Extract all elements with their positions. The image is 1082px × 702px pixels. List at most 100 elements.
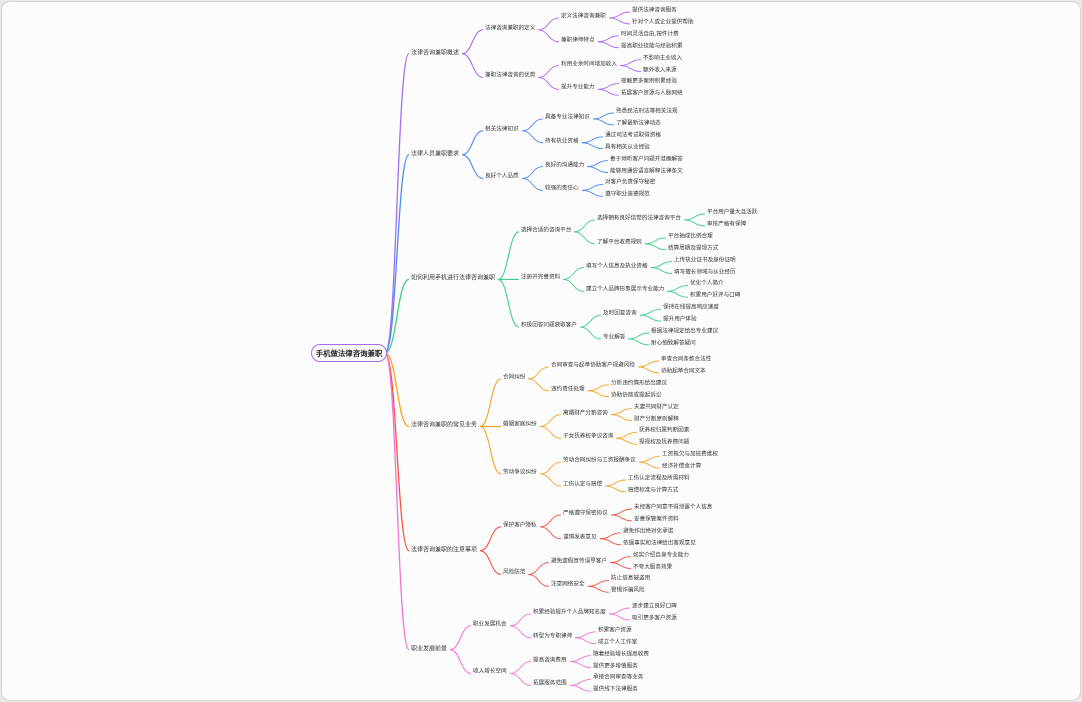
leaf-topic[interactable]: 审查合同条款合法性 [661,356,712,363]
leaf-topic[interactable]: 不影响主业收入 [643,55,683,62]
sub-subtopic[interactable]: 子女抚养权争议咨询 [563,433,614,440]
leaf-topic[interactable]: 填写擅长领域与从业经历 [674,269,736,275]
sub-subtopic[interactable]: 离婚财产分割咨询 [563,410,608,417]
leaf-topic[interactable]: 分析违约情形给出建议 [611,380,667,387]
subtopic[interactable]: 劳动争议纠纷 [503,469,537,476]
leaf-topic[interactable]: 协助协商或提起诉讼 [611,392,662,399]
leaf-topic[interactable]: 平台抽成比例合理 [668,233,713,240]
subtopic[interactable]: 收入增长空间 [473,668,507,675]
leaf-topic[interactable]: 警惕诈骗风险 [611,587,645,594]
sub-subtopic[interactable]: 持有执业资格 [545,138,579,145]
leaf-topic[interactable]: 提供线下法律服务 [593,686,638,693]
leaf-topic[interactable]: 提升用户体验 [663,316,697,323]
sub-subtopic[interactable]: 具备专业法律知识 [545,114,590,121]
branch-topic[interactable]: 职业发展前景 [411,645,448,653]
leaf-topic[interactable]: 赔偿标准与计算方式 [628,487,679,494]
leaf-topic[interactable]: 未经客户同意不得泄露个人信息 [634,504,713,511]
sub-subtopic[interactable]: 拓展服务范围 [533,680,567,687]
subtopic[interactable]: 职业发展机会 [473,621,507,628]
subtopic[interactable]: 婚姻家庭纠纷 [503,421,537,428]
leaf-topic[interactable]: 根据法律规定给出专业建议 [651,328,719,335]
sub-subtopic[interactable]: 选择拥有良好信誉的法律咨询平台 [597,215,681,222]
leaf-topic[interactable]: 结算周期及提现方式 [668,245,719,252]
leaf-topic[interactable]: 提高职业技能与经验积累 [621,43,683,50]
sub-subtopic[interactable]: 谨慎发表意见 [563,534,597,541]
subtopic[interactable]: 合同纠纷 [503,374,526,381]
leaf-topic[interactable]: 额外收入来源 [643,67,677,73]
subtopic[interactable]: 风险防范 [503,569,526,576]
sub-subtopic[interactable]: 注意网络安全 [551,581,585,588]
leaf-topic[interactable]: 避免作出绝对化承诺 [623,528,674,535]
leaf-topic[interactable]: 拓展客户资源与人脉网络 [621,90,683,97]
sub-subtopic[interactable]: 较强的责任心 [545,185,579,192]
leaf-topic[interactable]: 优化个人简介 [690,280,724,287]
leaf-topic[interactable]: 逐步建立良好口碑 [632,603,677,610]
sub-subtopic[interactable]: 提高咨询费用 [533,657,567,664]
subtopic[interactable]: 注册并完善资料 [521,274,561,281]
leaf-topic[interactable]: 接触更多案例积累经验 [621,78,677,85]
sub-subtopic[interactable]: 合同审查与起草协助客户规避风险 [551,362,635,369]
leaf-topic[interactable]: 如实介绍自身专业能力 [633,552,689,559]
leaf-topic[interactable]: 夫妻共同财产认定 [634,404,679,411]
leaf-topic[interactable]: 积累用户好评与口碑 [690,292,741,299]
branch-topic[interactable]: 法律咨询兼职概述 [411,49,460,57]
leaf-topic[interactable]: 防止信息被盗用 [611,575,651,582]
subtopic[interactable]: 良好个人品质 [485,173,519,180]
sub-subtopic[interactable]: 利用业余时间增加收入 [561,61,617,68]
subtopic[interactable]: 保护客户隐私 [503,522,537,529]
subtopic[interactable]: 选择合适的咨询平台 [521,227,572,234]
leaf-topic[interactable]: 平台用户量大且活跃 [707,209,758,216]
subtopic[interactable]: 兼职法律咨询的优势 [485,72,536,79]
leaf-topic[interactable]: 时间灵活自由,按件计费 [621,31,679,38]
branch-topic[interactable]: 法律咨询兼职的注意事项 [411,546,478,554]
sub-subtopic[interactable]: 提升专业能力 [561,84,595,91]
subtopic[interactable]: 法律咨询兼职的定义 [485,25,536,32]
leaf-topic[interactable]: 能够用通俗语言解释法律条文 [610,168,683,174]
leaf-topic[interactable]: 随着经验增长提高收费 [593,651,649,658]
leaf-topic[interactable]: 提供法律咨询服务 [632,7,677,14]
leaf-topic[interactable]: 成立个人工作室 [598,639,638,646]
subtopic[interactable]: 相关法律知识 [485,126,519,133]
leaf-topic[interactable]: 审核严格有保障 [707,221,747,228]
sub-subtopic[interactable]: 定义法律咨询兼职 [561,13,606,20]
sub-subtopic[interactable]: 工伤认定与赔偿 [563,481,603,488]
leaf-topic[interactable]: 承接合同审查等业务 [593,674,644,681]
branch-topic[interactable]: 如何利用手机进行法律咨询兼职 [411,274,496,282]
leaf-topic[interactable]: 上传执业证书及身份证明 [674,257,736,264]
sub-subtopic[interactable]: 劳动合同纠纷与工资报酬争议 [563,457,636,464]
leaf-topic[interactable]: 吸引更多客户资源 [632,615,677,622]
branch-topic[interactable]: 法律咨询兼职的常见业务 [411,421,478,429]
leaf-topic[interactable]: 抚养权归属判断因素 [639,427,690,434]
leaf-topic[interactable]: 通过司法考试取得资格 [605,132,661,139]
sub-subtopic[interactable]: 良好的沟通能力 [545,162,585,169]
sub-subtopic[interactable]: 避免虚假宣传误导客户 [551,558,607,565]
sub-subtopic[interactable]: 违约责任处理 [551,386,585,393]
leaf-topic[interactable]: 探视权及抚养费问题 [639,439,690,446]
leaf-topic[interactable]: 依据事实和法律给出客观意见 [623,540,696,547]
leaf-topic[interactable]: 不夸大服务效果 [633,564,673,570]
sub-subtopic[interactable]: 建立个人品牌形象展示专业能力 [586,286,665,293]
sub-subtopic[interactable]: 严格遵守保密协议 [563,510,608,517]
sub-subtopic[interactable]: 积累经验提升个人品牌知名度 [533,609,606,616]
leaf-topic[interactable]: 了解最新法律动态 [616,120,661,127]
leaf-topic[interactable]: 积累客户资源 [598,627,632,634]
branch-topic[interactable]: 法律人员兼职要求 [411,150,460,158]
leaf-topic[interactable]: 遵守职业道德规范 [605,191,650,198]
leaf-topic[interactable]: 具有相关从业经验 [605,144,650,151]
leaf-topic[interactable]: 工资拖欠与加班费维权 [662,451,718,458]
leaf-topic[interactable]: 妥善保管案件资料 [634,516,679,523]
sub-subtopic[interactable]: 转型为专职律师 [533,633,573,640]
leaf-topic[interactable]: 财产分割原则解释 [634,416,679,422]
sub-subtopic[interactable]: 及时回复咨询 [603,310,637,317]
sub-subtopic[interactable]: 兼职律师特点 [561,37,595,44]
leaf-topic[interactable]: 保持在线提高响应速度 [663,304,719,311]
root-topic[interactable]: 手机做法律咨询兼职 [311,344,387,362]
leaf-topic[interactable]: 熟悉民法刑法等相关法规 [616,108,678,115]
subtopic[interactable]: 积极回答问题获取客户 [521,322,577,329]
leaf-topic[interactable]: 对客户负责保守秘密 [605,179,656,186]
sub-subtopic[interactable]: 填写个人信息及执业资格 [586,263,648,270]
leaf-topic[interactable]: 工伤认定流程及所需材料 [628,475,690,482]
leaf-topic[interactable]: 经济补偿金计算 [662,463,702,470]
leaf-topic[interactable]: 协助起草合同文本 [661,368,706,375]
leaf-topic[interactable]: 善于倾听客户问题并准确解答 [610,156,683,163]
